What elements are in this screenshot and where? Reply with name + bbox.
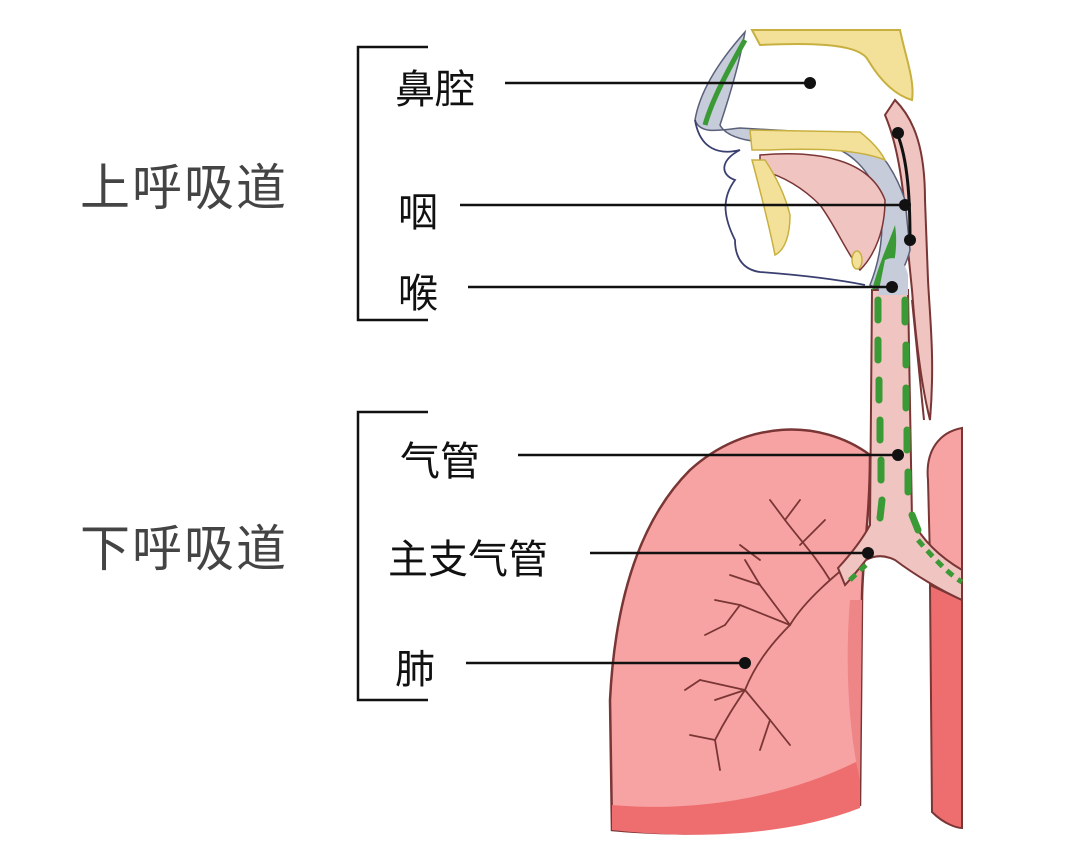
hard-palate (749, 129, 887, 162)
lower-respiratory-tract-label: 下呼吸道 (80, 520, 288, 578)
lung-label: 肺 (395, 647, 435, 693)
larynx-label: 喉 (398, 271, 438, 317)
upper-respiratory-tract-label: 上呼吸道 (80, 159, 288, 217)
left-lung (608, 428, 872, 835)
upper-tract-bracket (356, 45, 428, 322)
tongue (759, 153, 886, 272)
pointer-dots (739, 77, 916, 669)
trachea (836, 289, 963, 602)
trachea-cartilage-rings (874, 296, 922, 534)
right-lung-lower (928, 583, 963, 830)
leader-lines (460, 81, 905, 665)
nasal-bone (750, 29, 914, 102)
face-profile (694, 119, 866, 286)
lower-tract-bracket (356, 410, 428, 702)
nasal-cavity-label: 鼻腔 (395, 67, 475, 113)
left-lung-lower-shade (612, 760, 860, 835)
bronchus-mucosa (844, 538, 964, 586)
bronchial-tree (684, 499, 861, 771)
nose-mucosa (702, 38, 748, 126)
pharynx-bracket (895, 132, 912, 241)
trachea-label: 气管 (400, 439, 480, 485)
hyoid-bone (851, 250, 863, 270)
pharynx-label: 咽 (398, 190, 438, 236)
main-bronchus-label: 主支气管 (388, 537, 548, 583)
left-lung-medial-shade (847, 600, 862, 780)
